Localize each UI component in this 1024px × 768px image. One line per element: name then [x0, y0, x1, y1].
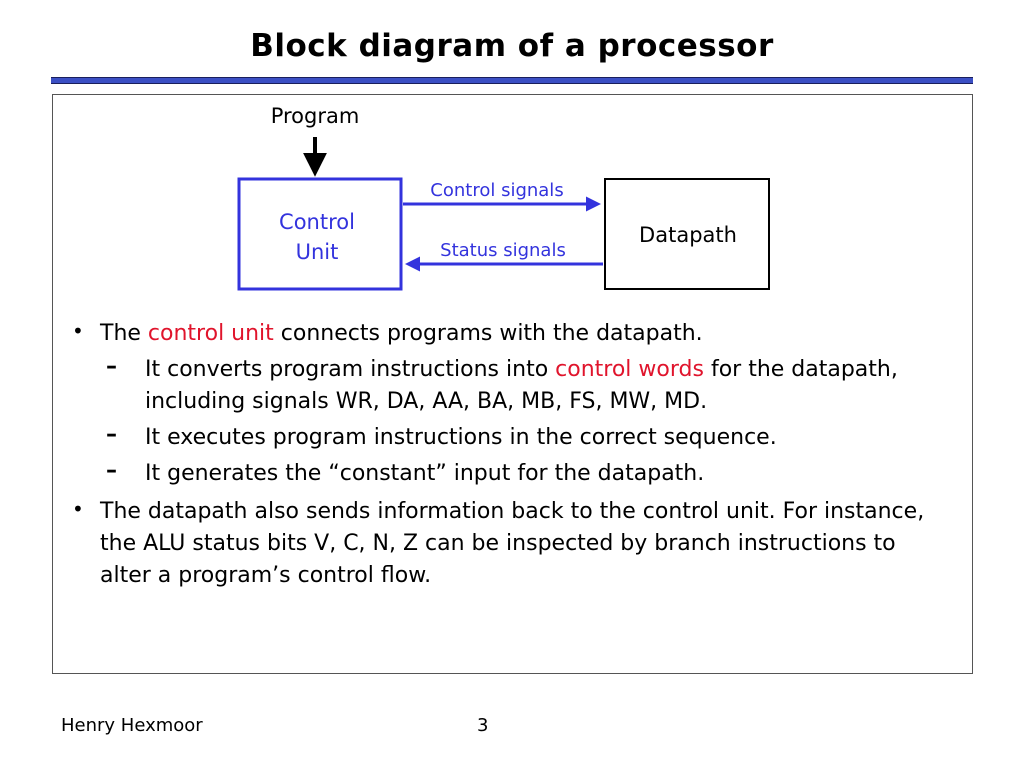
bullet-item: • The datapath also sends information ba… [62, 496, 942, 592]
bullet-mark: • [72, 319, 84, 343]
control-unit-label-line2: Unit [296, 240, 339, 264]
page-number: 3 [477, 715, 489, 736]
sub-bullet-item: – It executes program instructions in th… [62, 422, 942, 454]
program-label: Program [271, 104, 360, 128]
dash-mark: – [106, 422, 117, 447]
sub-bullet-item: – It converts program instructions into … [62, 354, 942, 418]
sub-bullet-text-post: for the datapath, including signals WR, … [145, 357, 898, 414]
bullet-mark: • [72, 497, 84, 521]
datapath-box [604, 178, 770, 290]
bullet-item: • The control unit connects programs wit… [62, 318, 942, 350]
bullet-text: The datapath also sends information back… [100, 499, 925, 588]
footer-author: Henry Hexmoor [61, 715, 203, 736]
bullet-list: • The control unit connects programs wit… [62, 318, 942, 592]
bullet-text-pre: The [100, 321, 148, 346]
sub-bullet-item: – It generates the “constant” input for … [62, 458, 942, 490]
dash-mark: – [106, 354, 117, 379]
title-divider [51, 77, 973, 84]
control-signals-label: Control signals [430, 180, 563, 201]
highlight-control-words: control words [555, 357, 704, 382]
sub-bullet-text-pre: It converts program instructions into [145, 357, 556, 382]
status-signals-label: Status signals [440, 240, 566, 261]
bullet-text-post: connects programs with the datapath. [273, 321, 703, 346]
datapath-label: Datapath [639, 223, 737, 247]
content-frame [52, 94, 973, 674]
control-unit-box [237, 177, 403, 291]
processor-block-diagram: Program Control Unit Datapath Control si… [237, 104, 770, 291]
control-unit-label-line1: Control [279, 210, 355, 234]
highlight-control-unit: control unit [147, 321, 274, 346]
sub-bullet-text: It executes program instructions in the … [145, 425, 777, 450]
dash-mark: – [106, 458, 117, 483]
sub-bullet-text: It generates the “constant” input for th… [145, 461, 705, 486]
slide-title: Block diagram of a processor [250, 28, 774, 64]
